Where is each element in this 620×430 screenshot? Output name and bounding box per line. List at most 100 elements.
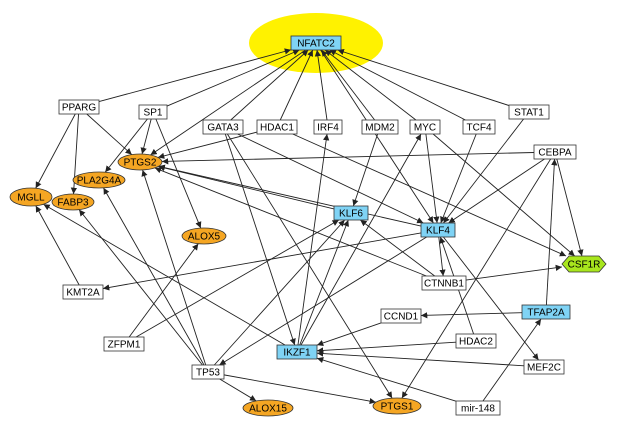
edge-ikzf1-to-klf6: [299, 219, 349, 346]
node-ptgs1: PTGS1: [372, 397, 422, 415]
edge-gata3-to-ptgs1: [226, 133, 393, 399]
edge-ccnd1-to-ikzf1: [316, 322, 382, 346]
node-pla2g4a: PLA2G4A: [72, 171, 126, 189]
node-shape: [533, 144, 577, 160]
node-shape: [202, 119, 244, 135]
node-gata3: GATA3: [202, 119, 244, 135]
node-label: PLA2G4A: [77, 176, 122, 187]
node-shape: [191, 364, 225, 380]
edge-mir-148-to-ikzf1: [316, 357, 457, 402]
edge-pparg-to-nfatc2: [98, 48, 292, 103]
node-label: FABP3: [57, 198, 89, 209]
node-fabp3: FABP3: [51, 193, 95, 211]
edge-tp53-to-fabp3: [78, 209, 203, 366]
node-shape: [523, 359, 565, 375]
edge-tp53-to-alox15: [219, 378, 257, 402]
edge-irf4-to-nfatc2: [314, 49, 328, 121]
node-shape: [103, 336, 145, 352]
node-tfap2a: TFAP2A: [521, 304, 571, 320]
edge-sp1-to-ptgs2: [140, 118, 152, 155]
node-shape: [313, 119, 343, 135]
node-label: GATA3: [207, 123, 239, 134]
node-mdm2: MDM2: [361, 119, 399, 135]
node-alox5: ALOX5: [181, 227, 227, 245]
node-label: KLF6: [339, 209, 363, 220]
edge-tp53-to-ptgs2: [141, 169, 207, 366]
edge-gata3-to-ikzf1: [224, 133, 296, 346]
node-label: MYC: [414, 123, 436, 134]
node-shape: [58, 99, 100, 115]
node-label: ZFPM1: [108, 340, 141, 351]
edge-zfpm1-to-klf6: [135, 219, 340, 338]
node-mir-148: mir-148: [455, 400, 501, 416]
edge-stat1-to-klf4: [443, 118, 524, 224]
node-shape: [276, 344, 318, 360]
edge-cebpa-to-csf1r: [556, 158, 584, 257]
node-stat1: STAT1: [508, 104, 550, 120]
node-shape: [72, 171, 126, 189]
node-label: TFAP2A: [527, 308, 565, 319]
edge-hdac2-to-ikzf1: [316, 341, 457, 354]
edge-myc-to-klf4: [425, 133, 440, 224]
edge-mir-148-to-tfap2a: [482, 318, 542, 402]
node-shape: [421, 275, 467, 291]
edge-gata3-to-klf4: [237, 133, 424, 224]
node-mgll: MGLL: [9, 187, 53, 207]
node-shape: [508, 104, 550, 120]
node-irf4: IRF4: [313, 119, 343, 135]
node-kmt2a: KMT2A: [62, 284, 104, 300]
node-label: ALOX5: [188, 232, 221, 243]
node-shape: [242, 399, 294, 417]
edge-klf6-to-ptgs2: [158, 164, 335, 210]
node-ctnnb1: CTNNB1: [421, 275, 467, 291]
edge-zfpm1-to-alox5: [128, 243, 199, 338]
node-label: mir-148: [461, 404, 495, 415]
node-label: ALOX15: [249, 404, 287, 415]
node-label: IRF4: [317, 123, 339, 134]
edge-tcf4-to-klf4: [440, 133, 477, 224]
node-label: TP53: [196, 368, 220, 379]
edge-myc-to-nfatc2: [324, 49, 417, 121]
node-shape: [361, 119, 399, 135]
edge-tp53-to-pla2g4a: [103, 187, 205, 366]
edge-ikzf1-to-myc: [300, 133, 422, 346]
node-hdac2: HDAC2: [455, 333, 497, 349]
edge-tcf4-to-nfatc2: [329, 49, 466, 121]
edge-mdm2-to-klf6: [352, 133, 379, 207]
node-shape: [62, 284, 104, 300]
edge-stat1-to-nfatc2: [337, 48, 510, 106]
node-shape: [420, 222, 456, 238]
node-label: KLF4: [426, 226, 450, 237]
node-shape: [256, 119, 298, 135]
node-shape: [372, 397, 422, 415]
node-alox15: ALOX15: [242, 399, 294, 417]
node-shape: [181, 227, 227, 245]
node-shape: [290, 35, 342, 51]
node-pparg: PPARG: [58, 99, 100, 115]
edge-gata3-to-nfatc2: [230, 49, 309, 121]
edge-mef2c-to-ikzf1: [316, 350, 525, 367]
node-shape: [455, 333, 497, 349]
node-label: NFATC2: [297, 39, 335, 50]
edge-tp53-to-klf6: [213, 219, 346, 366]
node-shape: [51, 193, 95, 211]
node-label: MDM2: [365, 123, 395, 134]
edge-sp1-to-alox5: [155, 118, 202, 229]
node-mef2c: MEF2C: [523, 359, 565, 375]
node-label: MEF2C: [527, 363, 561, 374]
edge-klf4-to-mef2c: [443, 236, 539, 361]
edge-myc-to-csf1r: [432, 133, 576, 257]
node-shape: [138, 104, 168, 120]
node-shape: [9, 187, 53, 207]
node-label: STAT1: [514, 108, 544, 119]
node-label: CTNNB1: [424, 279, 464, 290]
edge-hdac1-to-csf1r: [292, 133, 567, 257]
node-shape: [409, 119, 441, 135]
node-label: HDAC2: [459, 337, 493, 348]
node-ccnd1: CCND1: [380, 308, 422, 324]
node-label: IKZF1: [283, 348, 311, 359]
node-ikzf1: IKZF1: [276, 344, 318, 360]
edge-klf4-to-kmt2a: [102, 232, 422, 291]
